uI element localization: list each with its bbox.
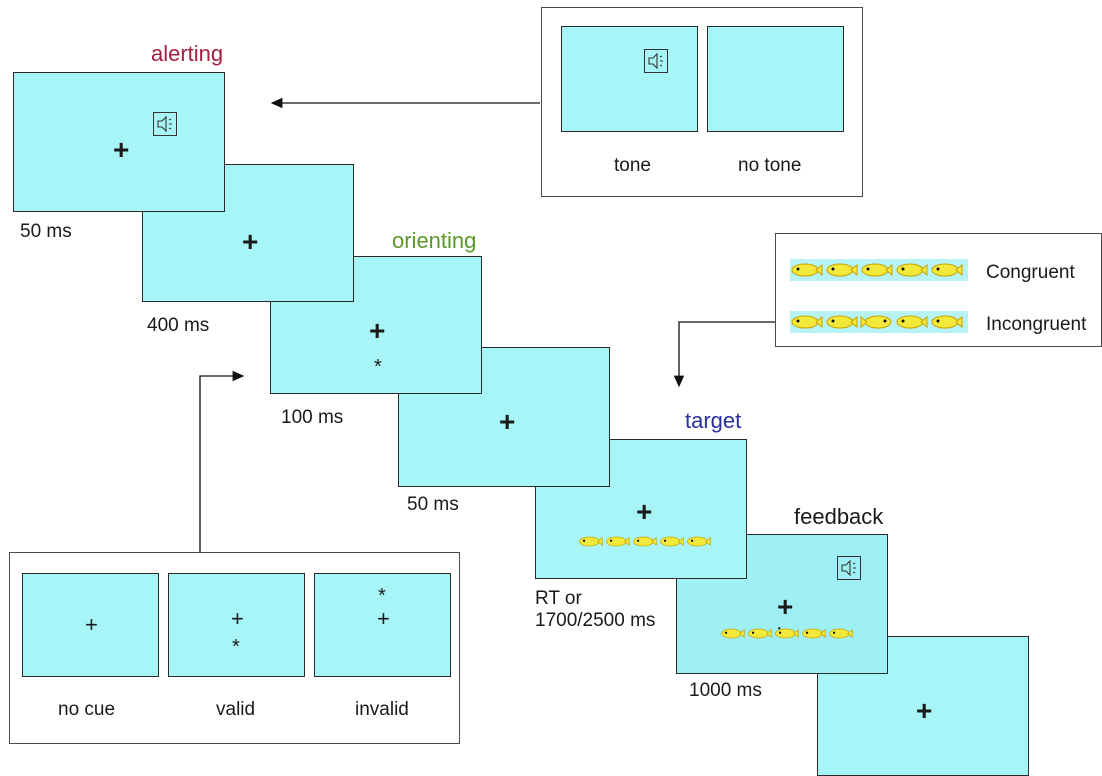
fixation-cross: + <box>242 226 259 257</box>
fish-icon <box>606 536 630 547</box>
fish-icon <box>579 536 603 547</box>
speaker-icon <box>153 112 177 136</box>
congruent-fish-row <box>790 259 968 281</box>
flanker-condition-panel: Congruent Incongruent <box>775 233 1102 347</box>
orienting-heading: orienting <box>392 228 477 253</box>
fixation-cross: + <box>499 406 516 437</box>
tone-screen <box>561 26 698 132</box>
cue-condition-panel: + + * * + no cue valid invalid <box>9 552 460 744</box>
fish-icon <box>896 263 928 277</box>
cue-asterisk: * <box>378 585 386 607</box>
screen-alerting: + <box>13 72 225 212</box>
cue-asterisk: * <box>374 356 382 378</box>
duration-label: 50 ms <box>20 221 72 242</box>
fish-icon <box>826 315 858 329</box>
fixation-cross: + <box>231 606 244 631</box>
fixation-cross: + <box>916 695 933 726</box>
target-fish-row <box>578 535 713 548</box>
duration-label: 1000 ms <box>689 680 762 701</box>
fish-icon <box>896 315 928 329</box>
fish-icon <box>775 627 799 639</box>
duration-label: RT or <box>535 588 582 609</box>
fish-icon <box>860 315 892 329</box>
duration-label: 400 ms <box>147 315 210 336</box>
fixation-cross: + <box>369 315 386 346</box>
fish-icon <box>802 628 826 639</box>
fixation-cross: + <box>85 612 98 637</box>
tone-label: tone <box>614 155 651 176</box>
duration-label: 1700/2500 ms <box>535 610 656 631</box>
no-tone-screen <box>707 26 844 132</box>
no-cue-label: no cue <box>58 699 116 720</box>
speaker-icon <box>837 556 861 580</box>
duration-label: 50 ms <box>407 494 459 515</box>
congruent-label: Congruent <box>986 262 1075 283</box>
duration-label: 100 ms <box>281 407 344 428</box>
fixation-cross: + <box>377 606 390 631</box>
cue-asterisk: * <box>232 636 240 658</box>
fish-icon <box>791 315 823 329</box>
fish-icon <box>931 315 963 329</box>
fish-icon <box>721 628 745 639</box>
fish-icon <box>826 263 858 277</box>
tone-condition-panel: tone no tone <box>541 7 863 197</box>
fish-icon <box>791 263 823 277</box>
speaker-icon <box>644 49 668 73</box>
fixation-cross: + <box>636 496 653 527</box>
arrow-icon <box>199 370 245 552</box>
fish-icon <box>861 263 893 277</box>
fish-icon <box>660 536 684 547</box>
fish-icon <box>829 628 853 639</box>
valid-label: valid <box>216 699 256 720</box>
incongruent-fish-row <box>790 311 968 333</box>
alerting-heading: alerting <box>151 41 224 66</box>
fish-icon <box>931 263 963 277</box>
invalid-label: invalid <box>355 699 409 720</box>
arrow-icon <box>673 321 776 388</box>
fixation-cross: + <box>777 591 794 622</box>
fish-icon <box>633 536 657 547</box>
no-tone-label: no tone <box>738 155 802 176</box>
fish-icon <box>687 536 711 547</box>
feedback-heading: feedback <box>794 504 884 529</box>
fish-icon <box>748 628 772 639</box>
incongruent-label: Incongruent <box>986 314 1087 335</box>
invalid-cue-screen: * + <box>314 573 451 677</box>
target-fish-row <box>720 627 855 640</box>
valid-cue-screen: + * <box>168 573 305 677</box>
target-heading: target <box>685 408 742 433</box>
fixation-cross: + <box>113 134 130 165</box>
no-cue-screen: + <box>22 573 159 677</box>
